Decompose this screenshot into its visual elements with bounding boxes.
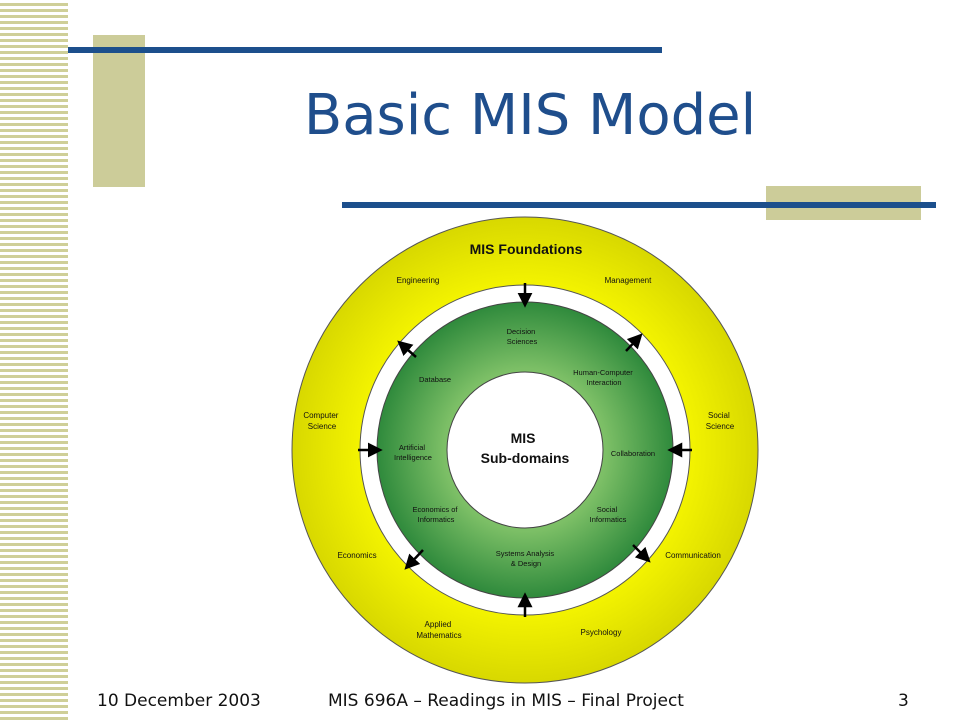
tan-deco-block-left — [93, 35, 145, 187]
label-social-informatics: Social Informatics — [590, 505, 627, 524]
label-communication: Communication — [665, 551, 721, 560]
arrow-top-right — [625, 333, 643, 352]
arrow-top-left — [397, 340, 417, 358]
striped-sidebar — [0, 0, 68, 720]
mis-model-diagram: MIS Foundations Engineering Management C… — [291, 216, 759, 684]
center-circle — [446, 371, 604, 529]
label-database: Database — [419, 375, 451, 384]
label-decision-sciences: Decision Sciences — [507, 327, 538, 346]
label-psychology: Psychology — [581, 628, 622, 637]
label-hci: Human-Computer Interaction — [573, 368, 635, 387]
page-number: 3 — [898, 691, 909, 711]
outer-title: MIS Foundations — [470, 241, 583, 257]
label-applied-mathematics: Applied Mathematics — [416, 620, 461, 640]
label-social-science: Social Science — [706, 411, 735, 431]
label-economics-of-informatics: Economics of Informatics — [412, 505, 459, 524]
label-management: Management — [605, 276, 652, 285]
blue-deco-bar-bottom — [342, 202, 936, 208]
label-collaboration: Collaboration — [611, 449, 655, 458]
label-economics: Economics — [337, 551, 376, 560]
label-computer-science: Computer Science — [303, 411, 340, 431]
arrow-bottom-right — [632, 544, 651, 563]
label-systems-analysis: Systems Analysis & Design — [496, 549, 556, 568]
label-engineering: Engineering — [397, 276, 440, 285]
label-artificial-intelligence: Artificial Intelligence — [394, 443, 432, 462]
footer-course: MIS 696A – Readings in MIS – Final Proje… — [328, 691, 684, 711]
blue-deco-bar-top — [68, 47, 662, 53]
arrow-bottom-left — [404, 549, 424, 570]
slide-title: Basic MIS Model — [303, 83, 757, 148]
footer-date: 10 December 2003 — [97, 691, 261, 711]
center-label: MIS Sub-domains — [481, 430, 570, 466]
